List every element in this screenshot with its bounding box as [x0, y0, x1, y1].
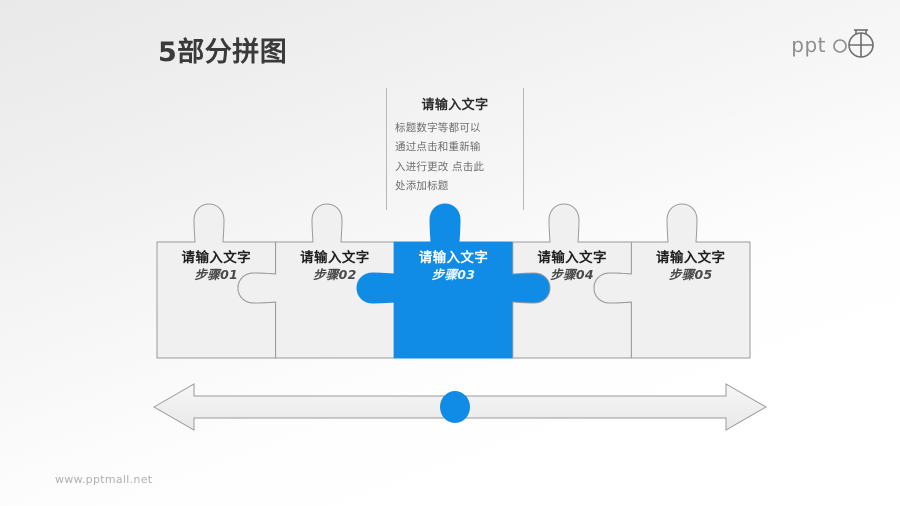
- footer-url[interactable]: www.pptmall.net: [55, 473, 153, 486]
- blue-circle-marker: [440, 391, 470, 423]
- puzzle-piece-shape-5: [593, 203, 751, 359]
- callout-body: 标题数字等都可以 通过点击和重新输 入进行更改 点击此 处添加标题: [395, 119, 515, 197]
- timeline-arrow: [150, 378, 770, 436]
- brand-logo: ppt: [791, 28, 876, 62]
- callout-line: 处添加标题: [395, 180, 449, 193]
- callout-line: 标题数字等都可以: [395, 122, 481, 134]
- callout-textbox[interactable]: 请输入文字 标题数字等都可以 通过点击和重新输 入进行更改 点击此 处添加标题: [386, 88, 524, 210]
- puzzle-diagram: 请输入文字 步骤01 请输入文字 步骤02 请输入文字 步骤03 请输入文字 步…: [150, 198, 760, 370]
- globe-circle-icon: [830, 26, 876, 64]
- page-title: 5部分拼图: [158, 37, 288, 68]
- callout-line: 通过点击和重新输: [395, 141, 481, 154]
- logo-text: ppt: [791, 33, 826, 57]
- callout-line: 入进行更改 点击此: [395, 160, 485, 173]
- callout-title: 请输入文字: [421, 98, 489, 113]
